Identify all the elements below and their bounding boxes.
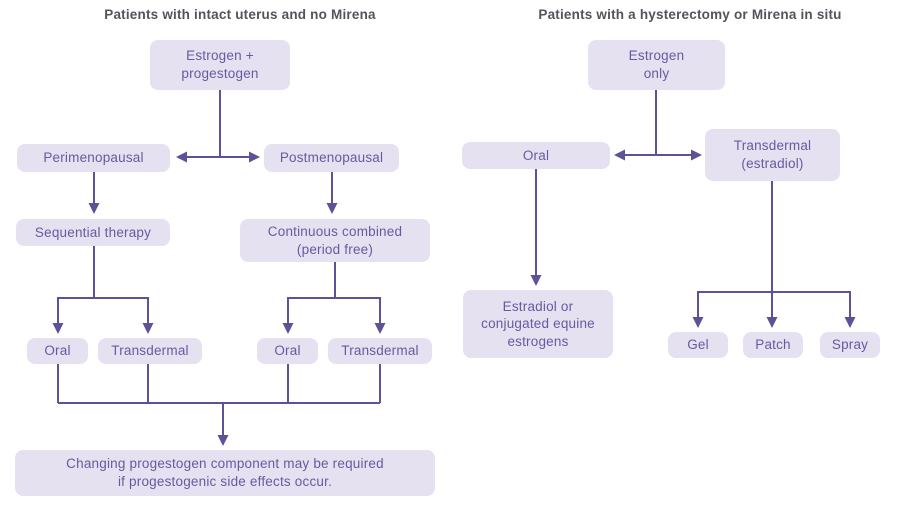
node-continuous-combined: Continuous combined (period free): [240, 219, 430, 262]
node-oral-continuous: Oral: [257, 338, 318, 364]
node-patch: Patch: [743, 332, 803, 358]
right-chart-connectors: [530, 90, 856, 328]
node-oral-estrogen-only: Oral: [462, 142, 610, 169]
node-transdermal-sequential: Transdermal: [98, 338, 202, 364]
node-estradiol-conjugated-equine: Estradiol or conjugated equine estrogens: [463, 290, 613, 358]
right-chart-title: Patients with a hysterectomy or Mirena i…: [538, 7, 842, 22]
node-progestogen-note: Changing progestogen component may be re…: [15, 450, 435, 496]
node-postmenopausal: Postmenopausal: [264, 144, 399, 172]
node-transdermal-estradiol: Transdermal (estradiol): [705, 129, 840, 181]
node-estrogen-only: Estrogen only: [588, 40, 725, 90]
node-sequential-therapy: Sequential therapy: [16, 219, 170, 246]
node-estrogen-progestogen: Estrogen + progestogen: [150, 40, 290, 90]
node-perimenopausal: Perimenopausal: [17, 144, 170, 172]
node-gel: Gel: [668, 332, 728, 358]
node-transdermal-continuous: Transdermal: [328, 338, 432, 364]
node-spray: Spray: [820, 332, 880, 358]
left-chart-connectors: [52, 90, 386, 446]
node-oral-sequential: Oral: [27, 338, 88, 364]
left-chart-title: Patients with intact uterus and no Miren…: [104, 7, 376, 22]
